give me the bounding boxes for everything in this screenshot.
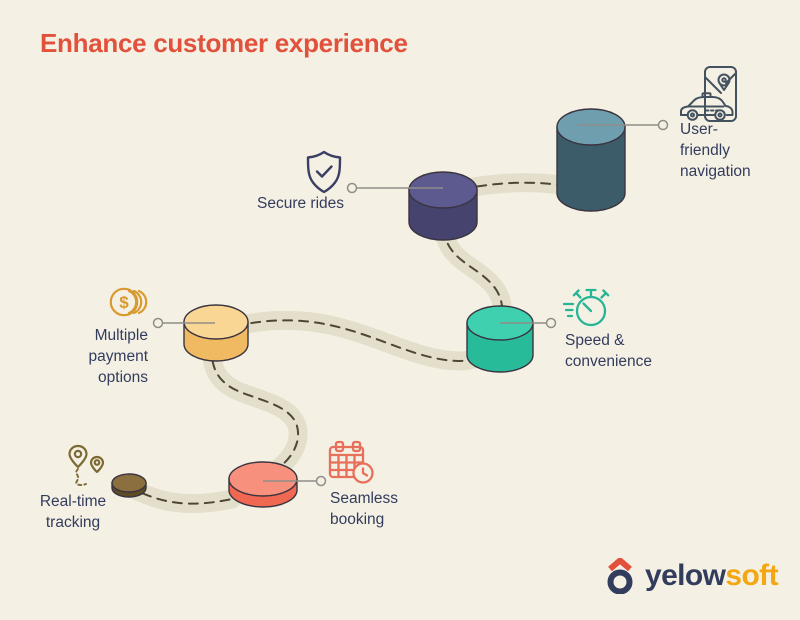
connector-dot: [657, 119, 669, 131]
logo-text-primary: yelow: [645, 559, 726, 592]
milestone-label-speed-convenience: Speed & convenience: [565, 332, 653, 370]
shield-check-icon: [306, 150, 342, 194]
logo-text-secondary: soft: [725, 559, 778, 592]
connector-dot: [315, 475, 327, 487]
yelowsoft-logo: yelowsoft: [604, 558, 779, 594]
cylinder-seamless-booking: [228, 461, 298, 508]
journey-road: [118, 173, 600, 514]
map-pins-icon: [68, 444, 105, 486]
yelowsoft-wordmark: yelowsoft: [645, 559, 779, 593]
milestone-label-seamless-booking: Seamless booking: [330, 490, 399, 528]
connector-user-friendly-navigation: [578, 119, 669, 131]
connector-dot: [152, 317, 164, 329]
cylinder-real-time-tracking: [111, 473, 147, 498]
cylinder-secure-rides: [408, 171, 478, 241]
car-navigation-icon: [680, 66, 737, 122]
page-title: Enhance customer experience: [40, 28, 408, 58]
stopwatch-icon: [562, 288, 610, 327]
connector-seamless-booking: [263, 475, 327, 487]
connector-dot: [346, 182, 358, 194]
connector-speed-convenience: [500, 317, 557, 329]
yelowsoft-mark-icon: [607, 558, 633, 594]
milestone-label-user-friendly-navigation: User- friendly navigation: [680, 121, 751, 180]
connector-secure-rides: [346, 182, 443, 194]
connector-multiple-payment-options: [152, 317, 215, 329]
calendar-clock-icon: [328, 440, 374, 484]
cylinder-speed-convenience: [466, 305, 534, 373]
cylinder-multiple-payment-options: [183, 304, 249, 362]
milestone-label-secure-rides: Secure rides: [257, 195, 345, 212]
connector-dot: [545, 317, 557, 329]
dollar-glyph: $: [119, 293, 129, 312]
milestone-label-multiple-payment-options: Multiple payment options: [88, 327, 148, 386]
milestone-label-real-time-tracking: Real-time tracking: [39, 493, 107, 531]
coins-icon: $: [109, 287, 148, 317]
cylinder-user-friendly-navigation: [556, 108, 626, 212]
